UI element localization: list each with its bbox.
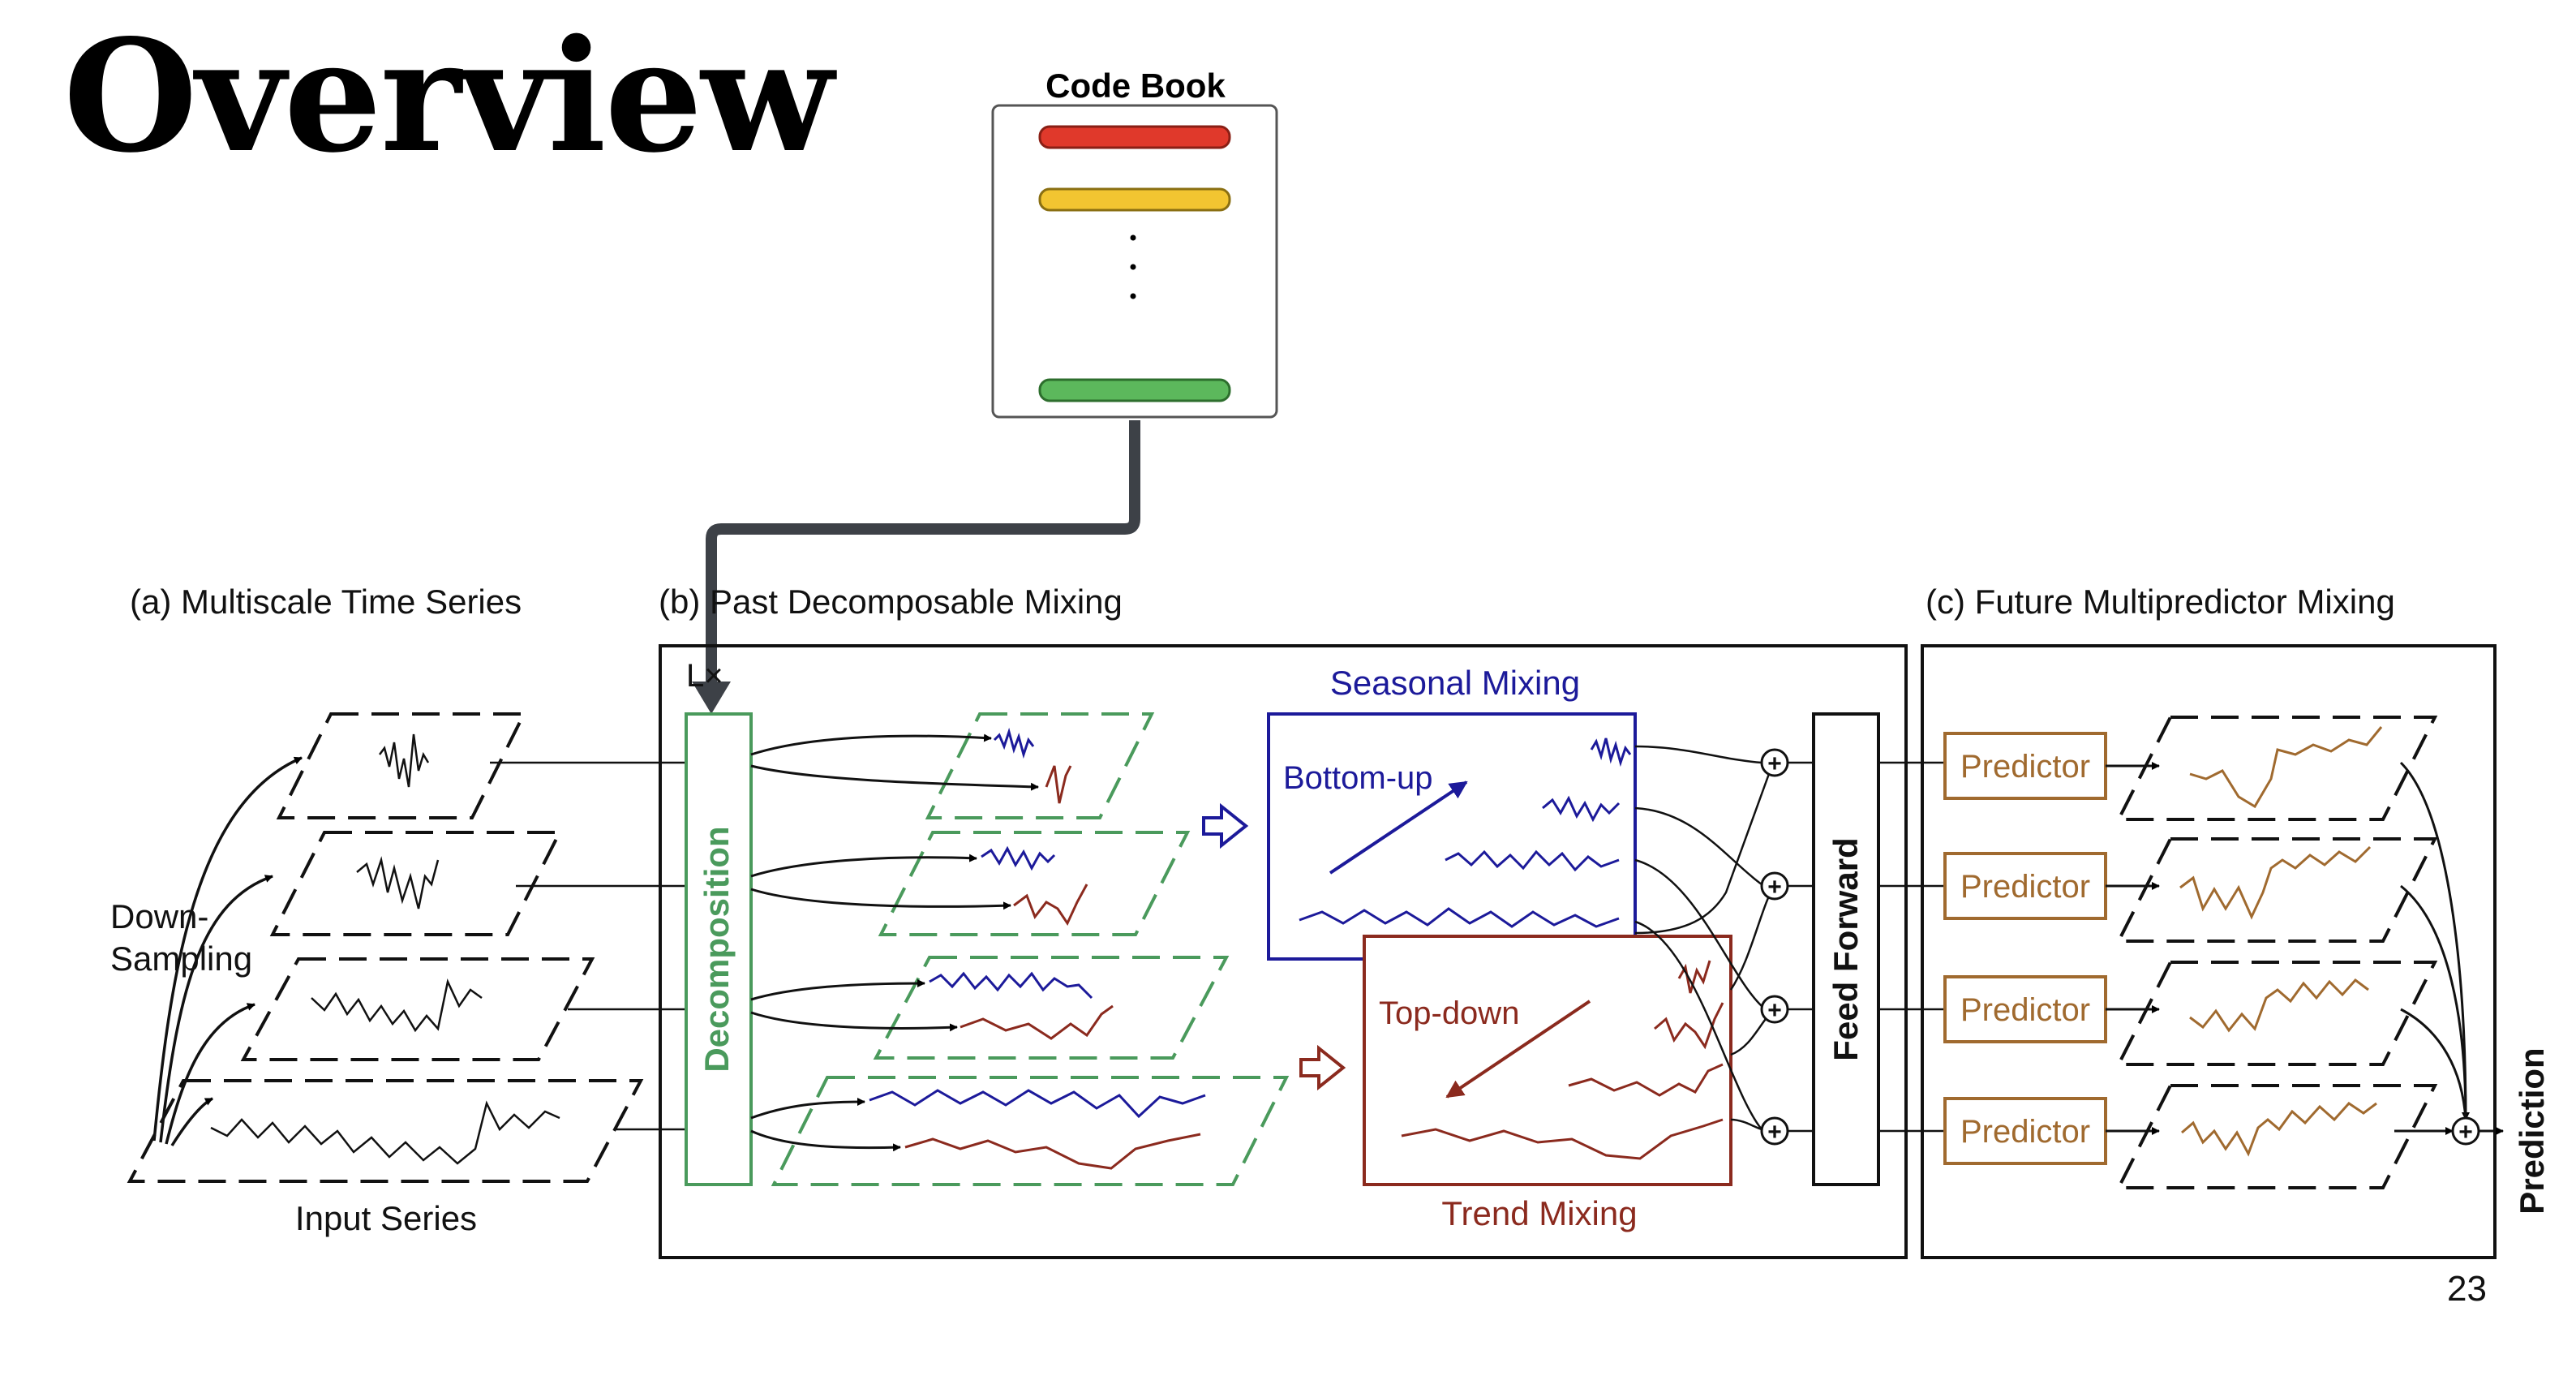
prediction-plane <box>2115 716 2438 821</box>
lx-label: L× <box>686 658 723 694</box>
trend-mixing-title: Trend Mixing <box>1441 1194 1637 1232</box>
trend-mixing-series <box>1401 960 1724 1160</box>
seasonal-series <box>869 727 1206 1119</box>
plus-sign: + <box>1767 1119 1782 1146</box>
plus-sign: + <box>1767 997 1782 1024</box>
input-series-label: Input Series <box>295 1199 477 1237</box>
panel-c-box <box>1921 644 2497 1259</box>
codebook-bar-yellow <box>1038 187 1231 212</box>
scale-plane <box>127 1079 644 1183</box>
page-number: 23 <box>2447 1269 2487 1309</box>
plus-nodes: + + + + <box>1760 748 1789 1146</box>
predictor-box <box>1943 1097 2107 1165</box>
panel-a <box>127 712 644 1183</box>
decomposed-plane <box>771 1076 1290 1186</box>
predictor-outputs <box>2106 762 2160 1135</box>
panel-b-box <box>659 644 1908 1259</box>
prediction-series <box>2179 726 2383 1157</box>
trend-mixing-box <box>1363 935 1732 1186</box>
bottom-up-label: Bottom-up <box>1283 760 1433 796</box>
decomposition-label: Decomposition <box>698 826 736 1072</box>
ellipsis-dot <box>1130 264 1136 270</box>
slide-title: Overview <box>63 6 834 187</box>
ff-outputs <box>1878 761 1945 1133</box>
panel-b-title: (b) Past Decomposable Mixing <box>659 583 1123 621</box>
codebook-arrowhead <box>692 682 731 714</box>
decomposed-plane <box>873 956 1230 1060</box>
top-down-arrow <box>1445 1000 1591 1099</box>
decomposed-plane <box>925 712 1155 819</box>
predictor-label: Predictor <box>1960 749 2090 785</box>
scale-plane <box>276 712 527 819</box>
ellipsis-dot <box>1130 234 1136 241</box>
trend-series <box>904 765 1201 1170</box>
plus-sign: + <box>1767 750 1782 777</box>
codebook-title: Code Book <box>1045 67 1226 105</box>
feed-forward-block <box>1812 712 1880 1186</box>
to-prediction-arrows <box>2394 761 2470 1135</box>
decomposed-planes <box>771 712 1290 1186</box>
ellipsis-dot <box>1130 293 1136 299</box>
predictor-box <box>1943 975 2107 1043</box>
bottom-up-arrow <box>1329 780 1468 875</box>
plus-to-ff <box>1788 761 1814 1133</box>
decomposed-plane <box>878 831 1191 936</box>
predictors: Predictor Predictor Predictor Predictor <box>1943 732 2107 1165</box>
seasonal-mixing-series <box>1299 737 1632 928</box>
seasonal-mixing-title: Seasonal Mixing <box>1330 664 1580 702</box>
input-connectors <box>490 761 686 1131</box>
prediction-plane <box>2115 837 2438 943</box>
feed-forward-label: Feed Forward <box>1827 837 1865 1060</box>
to-seasonal-arrow <box>1202 802 1249 849</box>
codebook-bar-green <box>1038 378 1231 402</box>
seasonal-mixing-box <box>1267 712 1637 961</box>
plus-sign: + <box>1767 874 1782 901</box>
codebook-box <box>991 104 1278 419</box>
top-down-label: Top-down <box>1379 995 1519 1031</box>
scale-plane <box>269 831 563 936</box>
panel-a-title: (a) Multiscale Time Series <box>130 583 522 621</box>
prediction-planes <box>2115 716 2438 1189</box>
prediction-plane <box>2115 961 2438 1066</box>
prediction-label: Prediction <box>2513 1047 2551 1214</box>
plus-sign: + <box>2458 1119 2473 1146</box>
predictor-box <box>1943 732 2107 800</box>
panel-a-series <box>210 733 560 1165</box>
codebook-bar-red <box>1038 125 1231 149</box>
predictor-label: Predictor <box>1960 869 2090 905</box>
downsampling-arrows <box>152 756 303 1146</box>
down-sampling-label: Down- <box>110 897 208 935</box>
down-sampling-label: Sampling <box>110 940 252 978</box>
decomposition-outputs <box>750 733 1039 1152</box>
prediction-plane <box>2115 1084 2438 1189</box>
panel-c-title: (c) Future Multipredictor Mixing <box>1926 583 2395 621</box>
to-trend-arrow <box>1299 1044 1346 1091</box>
codebook-connector-arrow <box>706 420 1140 688</box>
predictor-label: Predictor <box>1960 992 2090 1028</box>
predictor-box <box>1943 852 2107 920</box>
predictor-label: Predictor <box>1960 1114 2090 1150</box>
decomposition-block <box>685 712 753 1186</box>
scale-plane <box>240 957 595 1061</box>
